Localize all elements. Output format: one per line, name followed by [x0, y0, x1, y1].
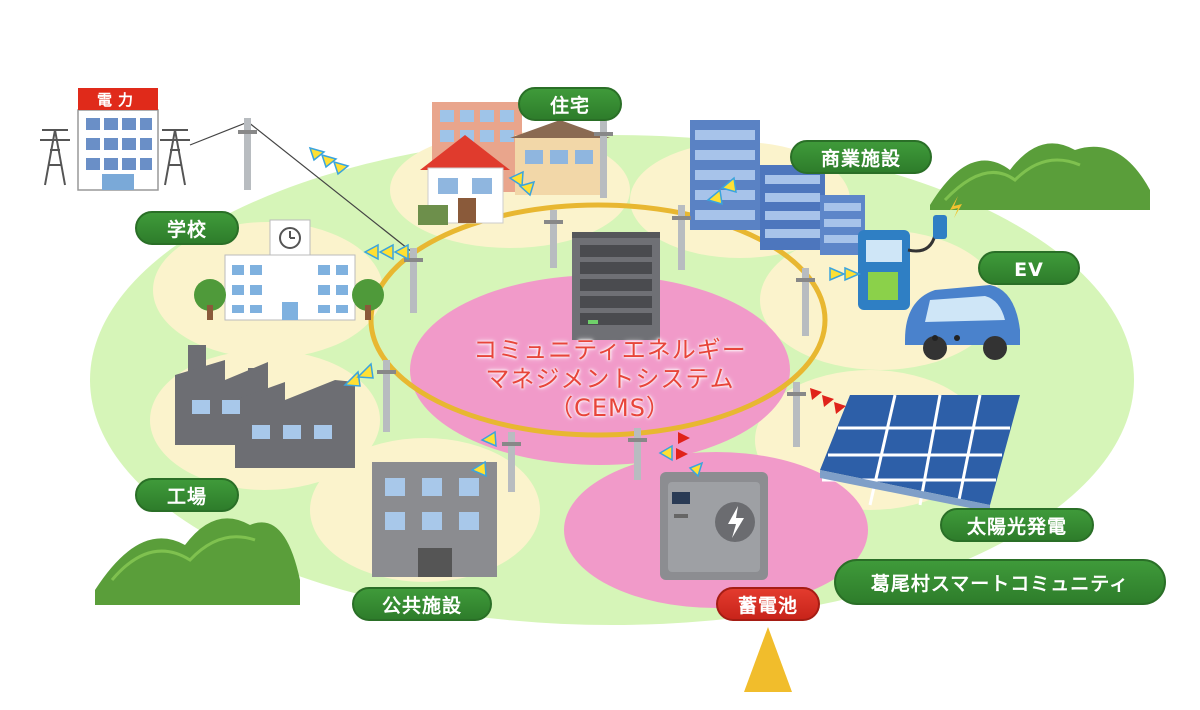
communication-signals — [308, 146, 861, 478]
power-lines — [189, 121, 413, 253]
hills-right-icon — [930, 143, 1150, 210]
cems-server-icon — [572, 232, 660, 340]
utility-pole-icon — [628, 428, 647, 480]
cems-title-line1: コミュニティエネルギー — [473, 336, 747, 364]
cems-title-line3: （CEMS） — [549, 394, 671, 422]
utility-pole-icon — [502, 432, 521, 492]
label-commercial: 商業施設 — [790, 140, 932, 174]
power-company-building — [77, 88, 159, 191]
label-ev: EV — [978, 251, 1080, 285]
utility-pole-icon — [544, 210, 563, 268]
commercial-buildings — [690, 120, 865, 255]
cems-center-text: コミュニティエネルギー マネジメントシステム （CEMS） — [440, 336, 780, 423]
factory-building — [175, 345, 355, 468]
label-school: 学校 — [135, 211, 239, 245]
label-community: 葛尾村スマートコミュニティ — [834, 559, 1166, 605]
label-solar: 太陽光発電 — [940, 508, 1094, 542]
factory-windows — [192, 400, 332, 439]
power-flow-signals — [676, 388, 846, 460]
label-factory: 工場 — [135, 478, 239, 512]
power-company-sign: 電力 — [97, 91, 139, 109]
utility-pole-icon — [238, 118, 257, 190]
ev-car-icon — [905, 285, 1020, 360]
label-battery: 蓄電池 — [716, 587, 820, 621]
public-facility-building — [372, 462, 497, 577]
solar-panels-icon — [820, 394, 1020, 512]
label-public: 公共施設 — [352, 587, 492, 621]
pointer-triangle — [744, 627, 792, 692]
utility-pole-icon — [404, 248, 423, 313]
utility-pole-icon — [796, 268, 815, 336]
label-housing: 住宅 — [518, 87, 622, 121]
school-building — [194, 219, 384, 321]
housing-buildings — [418, 102, 610, 225]
battery-storage-icon — [660, 472, 768, 580]
utility-pole-icon — [787, 382, 806, 447]
ev-charger-icon — [858, 196, 962, 310]
utility-pole-icon — [672, 205, 691, 270]
cems-zone — [410, 275, 790, 465]
utility-pole-icon — [377, 360, 396, 432]
cems-title-line2: マネジメントシステム — [485, 365, 735, 393]
hills-left-icon — [95, 518, 300, 605]
utility-pole-icon — [594, 120, 613, 198]
transmission-tower-icon — [40, 129, 190, 186]
